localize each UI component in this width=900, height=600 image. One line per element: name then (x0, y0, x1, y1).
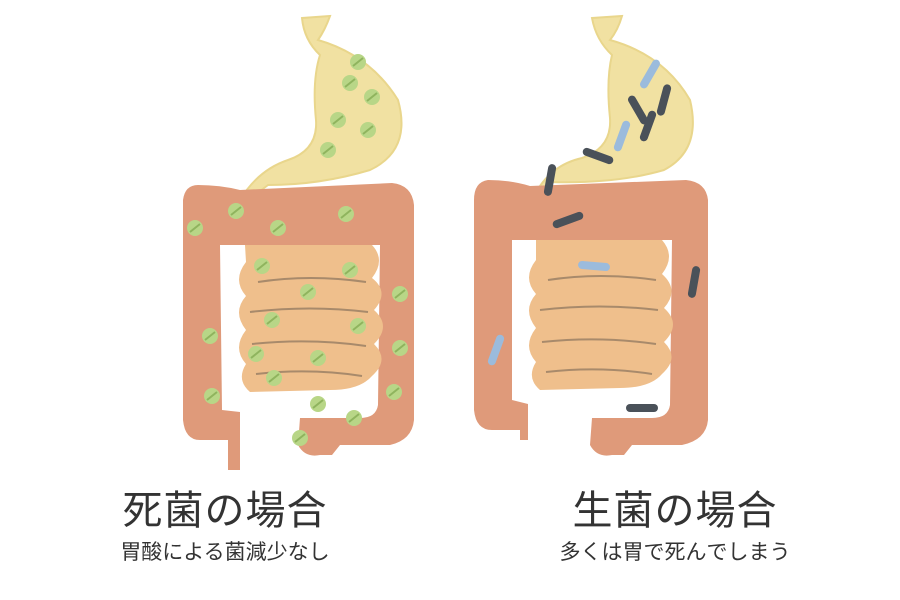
live-bacteria-group (487, 59, 701, 412)
digestive-tract-diagram-dead (183, 14, 414, 470)
dead-bacterium (310, 396, 326, 412)
dead-bacterium (392, 340, 408, 356)
panel-dead-bacteria: 死菌の場合 胃酸による菌減少なし (120, 14, 414, 564)
live-bacterium (613, 120, 631, 152)
stomach (532, 14, 694, 197)
panel-title: 死菌の場合 (122, 488, 328, 534)
small-intestine (239, 245, 383, 392)
live-bacterium (640, 59, 660, 89)
dead-bacterium (350, 318, 366, 334)
dead-bacterium (204, 388, 220, 404)
dead-bacterium (360, 122, 376, 138)
dead-bacterium (266, 370, 282, 386)
dead-bacterium (346, 410, 362, 426)
dead-bacterium (342, 75, 358, 91)
dead-bacterium (248, 346, 264, 362)
live-bacterium (628, 95, 648, 125)
dead-bacterium (310, 350, 326, 366)
panel-subtitle: 胃酸による菌減少なし (120, 540, 330, 564)
live-bacterium (639, 110, 657, 142)
dead-bacterium (264, 312, 280, 328)
small-intestine (529, 240, 673, 390)
live-bacterium (543, 164, 557, 196)
dead-bacteria-group (187, 54, 408, 446)
dead-bacterium (292, 430, 308, 446)
panel-title: 生菌の場合 (572, 488, 778, 534)
panel-live-bacteria: 生菌の場合 多くは胃で死んでしまう (450, 0, 900, 600)
dead-bacterium (364, 89, 380, 105)
digestive-tract-diagram-live (474, 14, 708, 456)
dead-bacterium (228, 203, 244, 219)
panel-subtitle: 多くは胃で死んでしまう (559, 540, 791, 564)
dead-bacterium (386, 384, 402, 400)
live-bacterium (487, 334, 505, 366)
live-bacterium (656, 84, 672, 116)
large-intestine (474, 180, 708, 456)
dead-bacterium (300, 284, 316, 300)
dead-bacterium (392, 286, 408, 302)
dead-bacterium (270, 220, 286, 236)
dead-bacterium (202, 328, 218, 344)
dead-bacterium (342, 262, 358, 278)
large-intestine (183, 183, 414, 470)
live-bacterium (582, 147, 614, 165)
dead-bacterium (330, 112, 346, 128)
dead-bacterium (187, 220, 203, 236)
live-bacterium (626, 404, 658, 412)
dead-bacterium (350, 54, 366, 70)
live-bacterium (687, 266, 701, 298)
live-bacterium (578, 260, 610, 272)
stomach (238, 14, 403, 201)
live-bacterium (552, 211, 584, 229)
dead-bacterium (320, 142, 336, 158)
dead-bacterium (254, 258, 270, 274)
dead-bacterium (338, 206, 354, 222)
